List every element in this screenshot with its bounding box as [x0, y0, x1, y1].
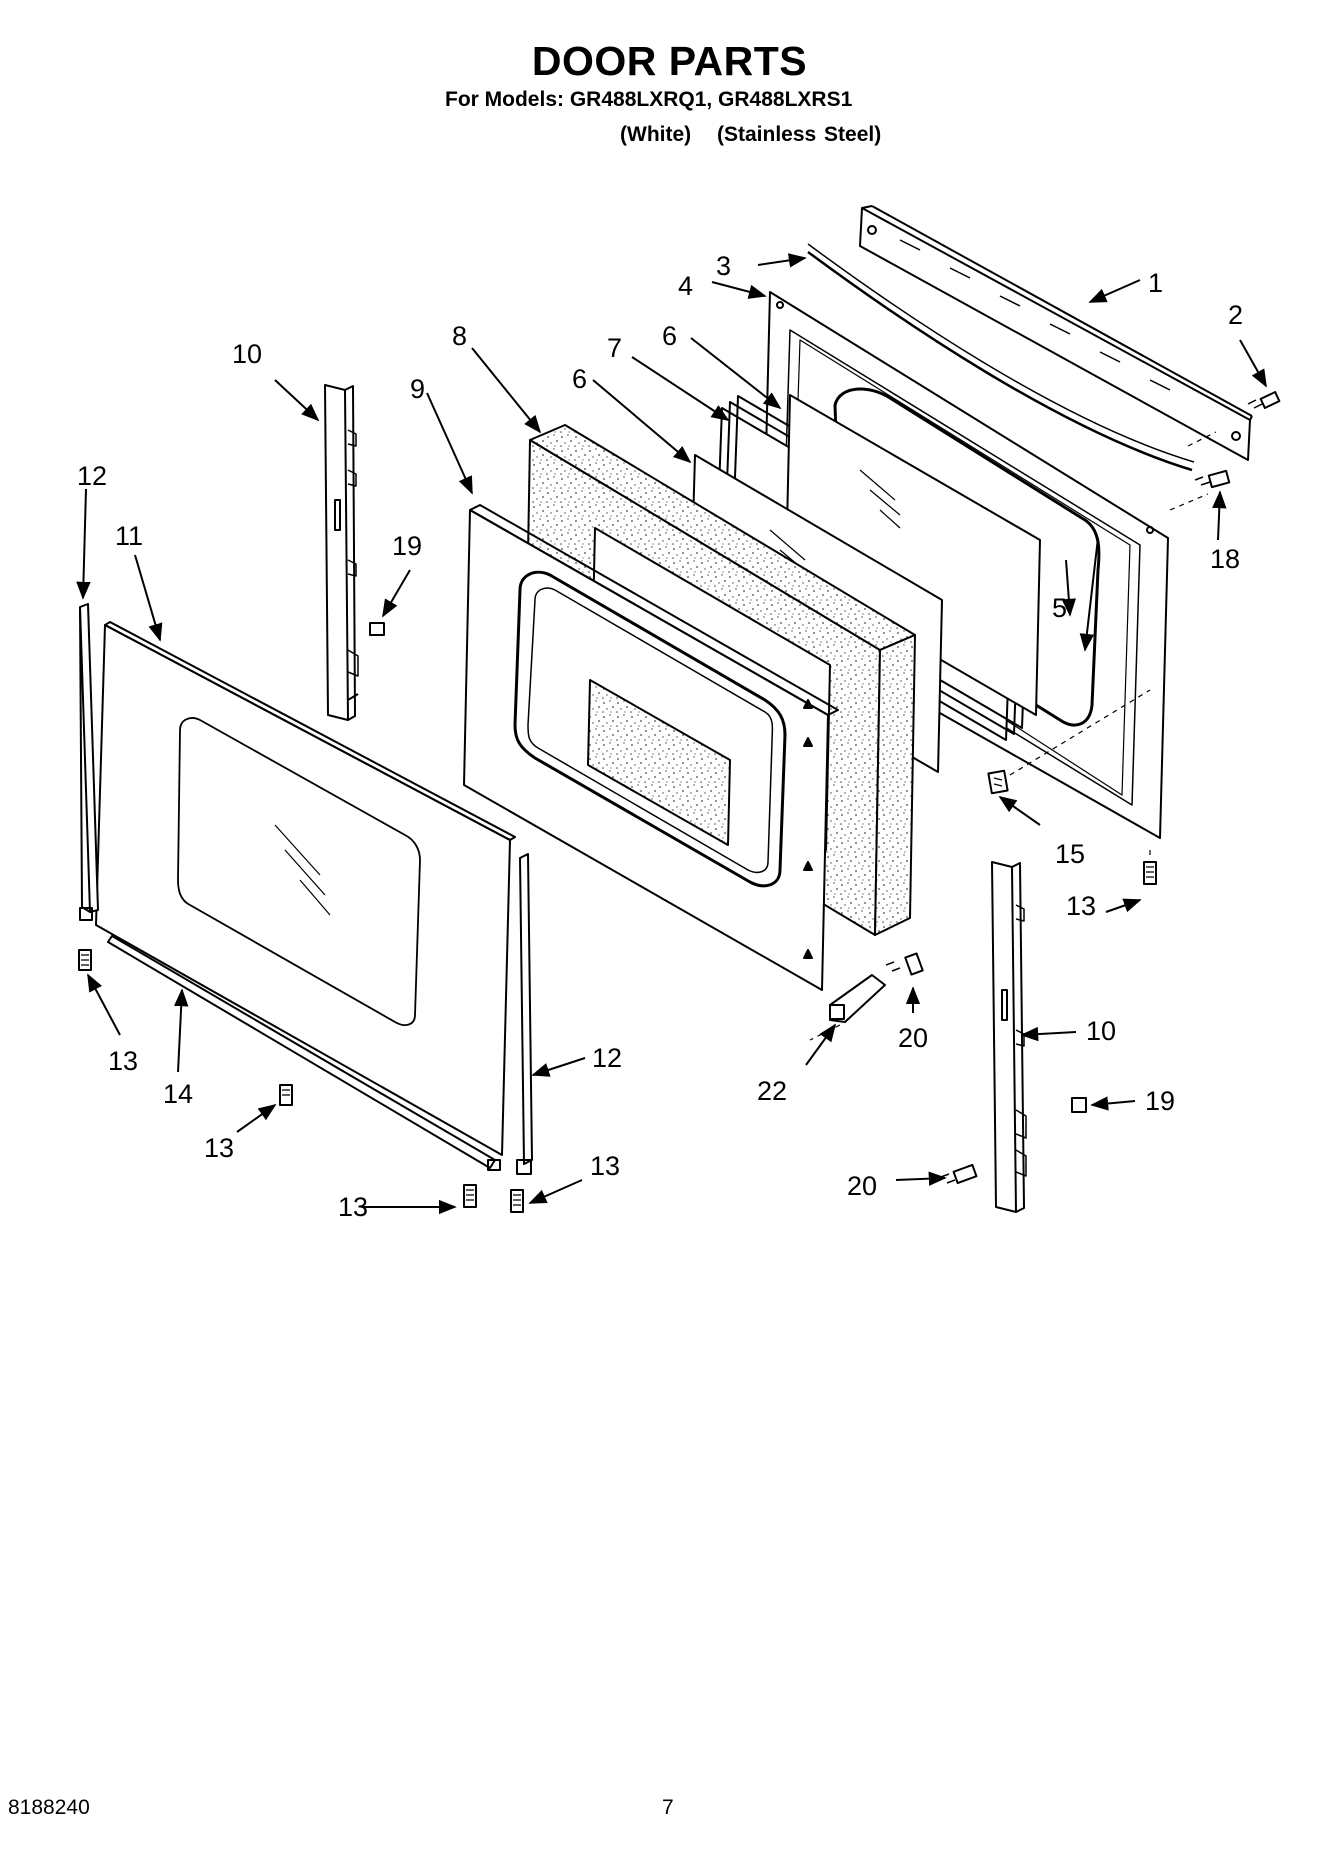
vent-trim-part-1 [859, 205, 1253, 461]
variant-stainless-steel: (Stainless Steel) [717, 123, 882, 146]
door-liner-part-9 [463, 504, 839, 991]
callout-20-upper: 20 [898, 1023, 928, 1053]
callout-1: 1 [1148, 268, 1163, 298]
screw-part-18 [1194, 469, 1231, 489]
page-number: 7 [662, 1796, 674, 1819]
callout-15: 15 [1055, 839, 1085, 869]
screw-part-13-c [463, 1184, 477, 1208]
bracket-part-22 [829, 974, 886, 1023]
variant-white: (White) [620, 123, 692, 146]
callout-6-upper: 6 [662, 321, 677, 351]
model-variants: (White) (Stainless Steel) [620, 123, 881, 147]
screw-part-13-a [78, 949, 92, 971]
callout-19-left: 19 [392, 531, 422, 561]
callout-18: 18 [1210, 544, 1240, 574]
callout-12-right: 12 [592, 1043, 622, 1073]
callout-19-right: 19 [1145, 1086, 1175, 1116]
page-title: DOOR PARTS [531, 38, 808, 84]
callout-10-right: 10 [1086, 1016, 1116, 1046]
screw-part-20-lower [940, 1163, 978, 1185]
callout-3: 3 [716, 251, 731, 281]
callout-10-left: 10 [232, 339, 262, 369]
screw-part-20-upper [885, 952, 924, 976]
callout-8: 8 [452, 321, 467, 351]
side-trim-part-12-left [79, 603, 99, 921]
clip-part-19-left [369, 622, 385, 636]
screw-part-2 [1247, 391, 1281, 409]
callout-20-lower: 20 [847, 1171, 877, 1201]
callout-9: 9 [410, 374, 425, 404]
callout-13-b: 13 [204, 1133, 234, 1163]
document-number: 8188240 [8, 1796, 90, 1819]
callout-12-left: 12 [77, 461, 107, 491]
screw-part-13-e [1143, 861, 1157, 885]
hinge-part-10-left [324, 384, 359, 721]
callout-22: 22 [757, 1076, 787, 1106]
outer-door-glass-part-11 [95, 621, 516, 1156]
screw-part-13-d [510, 1189, 524, 1213]
side-trim-part-12-right [516, 853, 533, 1175]
callout-2: 2 [1228, 300, 1243, 330]
bottom-trim-part-14 [107, 935, 501, 1171]
callout-11: 11 [115, 521, 143, 551]
clip-part-19-right [1071, 1097, 1087, 1113]
hinge-part-10-right [991, 861, 1027, 1213]
callout-13-a: 13 [108, 1046, 138, 1076]
callout-5: 5 [1052, 593, 1067, 623]
callout-13-d: 13 [590, 1151, 620, 1181]
callout-13-e: 13 [1066, 891, 1096, 921]
callout-4: 4 [678, 271, 693, 301]
callout-7: 7 [607, 333, 622, 363]
callout-6-lower: 6 [572, 364, 587, 394]
trim-strip-part-3 [807, 243, 1195, 472]
callout-13-c: 13 [338, 1192, 368, 1222]
models-line: For Models: GR488LXRQ1, GR488LXRS1 [445, 88, 853, 111]
screw-part-13-b [279, 1084, 293, 1106]
clip-part-15 [987, 769, 1009, 795]
callout-14: 14 [163, 1079, 193, 1109]
